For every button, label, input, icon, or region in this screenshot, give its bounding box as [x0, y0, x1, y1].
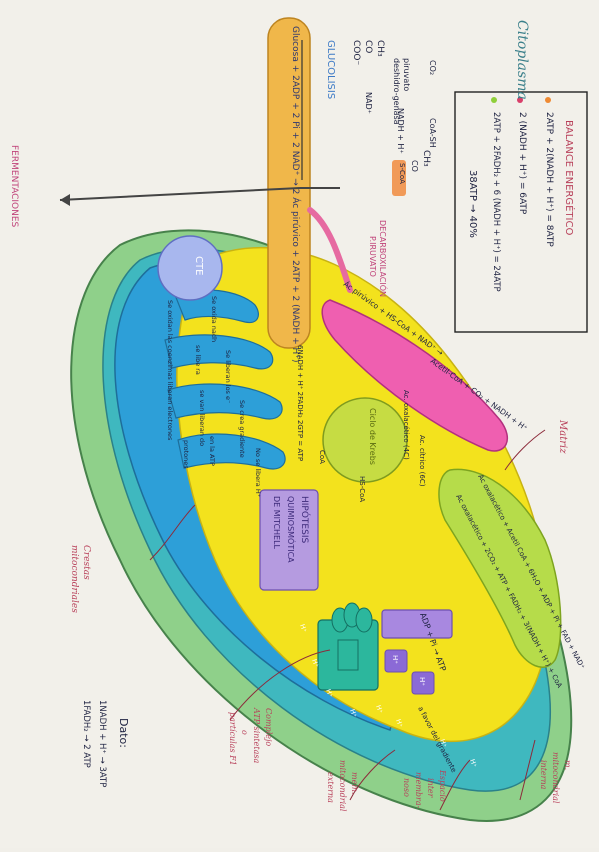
pyr-deshidrogenasa: deshidro-genasa: [392, 58, 401, 125]
dato-title: Dato:: [117, 718, 130, 748]
hplus-scatter: H⁺ H⁺ H⁺ H⁺ H⁺ H⁺ H⁺ H⁺: [298, 623, 478, 769]
svg-text:H⁺: H⁺: [468, 758, 478, 769]
pyruvate-arrow: [307, 207, 353, 293]
h-box-2: [411, 671, 435, 695]
pyr-scoa-2: S-CoA: [398, 163, 406, 184]
atp-synthase: [317, 602, 379, 691]
glycolysis-bar: [267, 17, 311, 349]
krebs-outputs: 6NADH + H⁺ 2FADH₂ 2GTP = ATP: [296, 345, 304, 461]
svg-text:H⁺: H⁺: [348, 708, 358, 719]
krebs-acetil: Ac. oxalacético (4C): [402, 390, 410, 460]
label-espacio-2: inter: [426, 778, 435, 799]
label-decarbox: DECARBOXILACIÓN: [378, 220, 389, 297]
label-complejo-2: ATP sintetasa: [252, 707, 261, 763]
label-complejo-3: o: [240, 730, 249, 735]
pyr-ch3: CH₃: [375, 40, 385, 57]
pyr-co2: CO₂: [428, 60, 437, 75]
hip-line1: HIPÓTESIS: [299, 496, 311, 543]
svg-text:H⁺: H⁺: [310, 658, 320, 669]
balance-total: 38ATP → 40%: [467, 170, 478, 238]
pyr-piruvato: piruvato: [402, 58, 411, 91]
krebs-title: Ciclo de Krebs: [368, 408, 377, 465]
h-1: H⁺: [391, 655, 399, 664]
svg-text:H⁺: H⁺: [438, 738, 448, 749]
dot-pink: [517, 97, 523, 103]
dato-line1: 1NADH + H⁺ → 3ATP: [97, 700, 107, 787]
hipotesis-box: [259, 489, 319, 591]
label-espacio-4: noso: [402, 778, 411, 797]
svg-text:H⁺: H⁺: [324, 688, 334, 699]
pyr-co: CO: [363, 40, 373, 53]
hip-line3: DE MITCHELL: [272, 496, 281, 550]
krebs-hscoa: HS-CoA: [358, 476, 366, 502]
label-mitocondriales: mitocondriales: [69, 545, 79, 613]
label-memext-3: externa: [326, 772, 335, 803]
cte-title: CTE: [193, 256, 204, 275]
pyr-nadh: NADH + H⁺: [396, 108, 405, 154]
balance-line2: 2 (NADH + H⁺) = 6ATP: [517, 112, 527, 215]
label-complejo-4: partículas F1: [228, 712, 237, 766]
label-memint-3: interna: [539, 760, 548, 790]
crest-7: en la ATP: [208, 436, 216, 466]
cristae-fingers: [164, 289, 286, 470]
crest-6: se van liberan do: [198, 390, 206, 446]
cte-sub: Se oxidan las coenzimas liberan electron…: [166, 300, 174, 441]
fermentation-arrow: [59, 187, 301, 201]
dot-orange: [545, 97, 551, 103]
label-espacio-1: Espacio: [438, 769, 447, 802]
balance-box: [454, 91, 588, 333]
label-matriz: Matriz: [557, 419, 568, 454]
label-espacio-3: membra-: [414, 772, 423, 809]
pyr-ch3-2: CH₃: [421, 150, 431, 167]
crest-2: Se liberan los e⁻: [224, 350, 232, 403]
dato-line2: 1FADH₂ → 2 ATP: [81, 700, 91, 768]
decarboxylation-bar: [321, 299, 509, 452]
crest-4: No se libera H⁺: [254, 448, 262, 497]
krebs-circle: [322, 397, 408, 483]
label-fermentaciones: FERMENTACIONES: [9, 145, 19, 228]
h-box-1: [384, 649, 408, 673]
krebs-equation-box: [438, 468, 562, 668]
crest-1: Se oxida nadh: [210, 296, 218, 342]
svg-text:H⁺: H⁺: [298, 623, 308, 634]
pyr-coo: COO⁻: [351, 40, 361, 65]
svg-text:H⁺: H⁺: [374, 704, 384, 715]
label-glucolisis-eq: Glucosa + 2ADP + 2 Pi + 2 NAD⁺ → 2 Ác pi…: [290, 26, 302, 363]
hip-line2: QUIMIOSMÓTICA: [286, 496, 297, 563]
pyr-scoa: CoA-SH: [428, 118, 437, 148]
label-memext-1: mem.: [350, 772, 359, 794]
svg-text:H⁺: H⁺: [394, 718, 404, 729]
krebs-citrico: Ac. cítrico (6C): [418, 435, 426, 487]
crest-5: se libe ra: [194, 345, 202, 375]
pyr-nad: NAD⁺: [364, 92, 373, 114]
h-2: H⁺: [418, 677, 426, 686]
balance-line1: 2ATP + 2(NADH + H⁺) = 8ATP: [544, 112, 554, 247]
dot-green: [491, 97, 497, 103]
label-memext-2: mitocondrial: [338, 760, 347, 812]
cte-circle: [157, 235, 223, 301]
crest-8: protones: [182, 440, 190, 469]
balance-line3: 2ATP + 2FADH₂ + 6 (NADH + H⁺) = 24ATP: [491, 112, 501, 292]
label-complejo-1: Complejo: [264, 708, 273, 746]
label-crestas: Crestas: [81, 545, 91, 580]
label-memint-2: mitocondrial: [551, 752, 560, 804]
balance-title: BALANCE ENERGÉTICO: [563, 120, 576, 235]
label-citoplasma: Citoplasma: [514, 20, 530, 100]
label-piruvato: P.IRUVATO: [368, 236, 377, 277]
pyr-co-2: CO: [410, 160, 419, 172]
krebs-coa: CoA: [318, 450, 326, 464]
label-memint-1: m.: [563, 760, 572, 770]
label-glucolisis: GLUCOLISIS: [325, 40, 336, 99]
atp-formula-box: [381, 609, 453, 639]
crest-3: Se crea gradiente: [238, 400, 246, 458]
